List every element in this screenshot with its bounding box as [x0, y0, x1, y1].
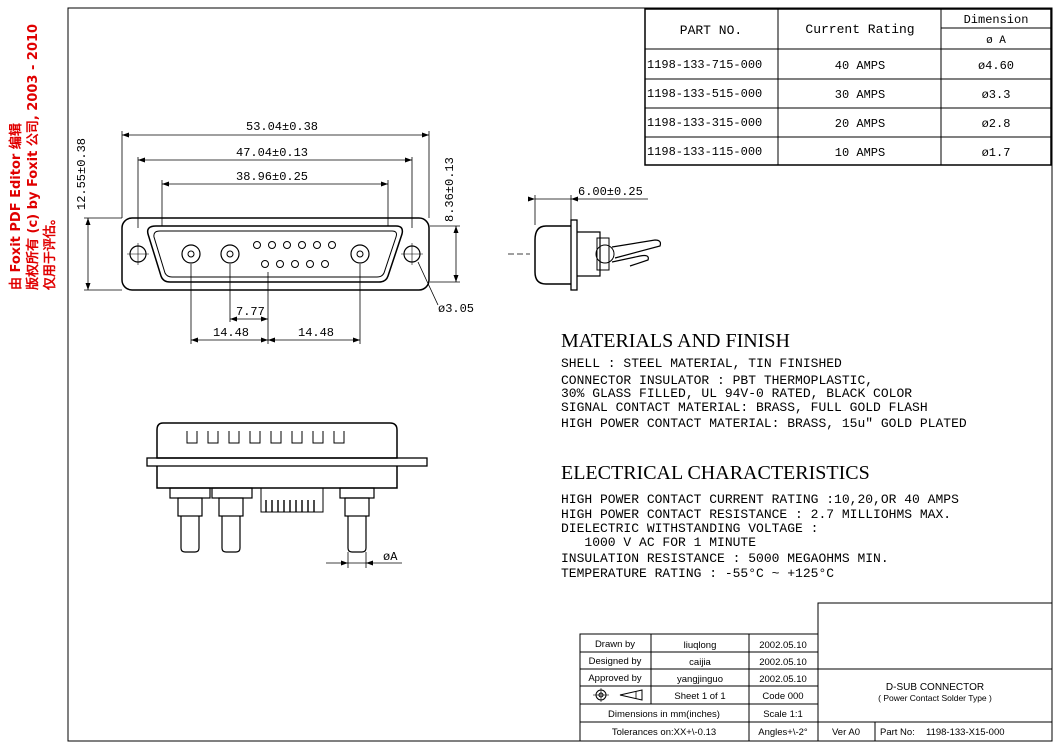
dim-38: 38.96±0.25 [236, 170, 308, 184]
designed-by: caijia [689, 657, 711, 668]
drawn-by: liuqlong [684, 640, 717, 651]
header-dimension-sub: ø A [986, 35, 1006, 47]
title-block: Drawn by liuqlong 2002.05.10 Designed by… [579, 602, 1053, 742]
row-dimension: ø4.60 [978, 59, 1014, 73]
dim-pin-pitch: 7.77 [236, 305, 265, 319]
tolerances-info: Tolerances on:XX+\-0.13 [612, 727, 716, 738]
row-dimension: ø1.7 [982, 146, 1011, 160]
version-info: Ver A0 [832, 727, 860, 738]
electrical-section: ELECTRICAL CHARACTERISTICS HIGH POWER CO… [561, 462, 959, 581]
sheet-info: Sheet 1 of 1 [674, 691, 725, 702]
materials-line: HIGH POWER CONTACT MATERIAL: BRASS, 15u"… [561, 416, 967, 431]
row-dimension: ø2.8 [982, 117, 1011, 131]
materials-title: MATERIALS AND FINISH [561, 330, 790, 352]
row-current: 40 AMPS [835, 59, 885, 73]
dim-side-width: 6.00±0.25 [578, 185, 643, 199]
electrical-line: 1000 V AC FOR 1 MINUTE [561, 535, 756, 550]
materials-line: SIGNAL CONTACT MATERIAL: BRASS, FULL GOL… [561, 400, 928, 415]
drawing-border [67, 7, 1053, 742]
watermark: 由 Foxit PDF Editor 编辑 版权所有 (c) by Foxit … [8, 24, 58, 291]
row-current: 30 AMPS [835, 88, 885, 102]
row-part-no: 1198-133-315-000 [647, 116, 762, 130]
materials-section: MATERIALS AND FINISH SHELL : STEEL MATER… [561, 330, 967, 431]
dim-left-span: 14.48 [213, 326, 249, 340]
parts-table: PART NO. Current Rating Dimension ø A 11… [644, 8, 1052, 166]
row-part-no: 1198-133-715-000 [647, 58, 762, 72]
dim-pin-dia: øA [383, 550, 398, 564]
row-part-no: 1198-133-515-000 [647, 87, 762, 101]
row-current: 20 AMPS [835, 117, 885, 131]
side-view: 6.00±0.25 [508, 185, 662, 291]
code-info: Code 000 [762, 691, 803, 702]
watermark-line1: 由 Foxit PDF Editor 编辑 [8, 123, 24, 290]
electrical-line: DIELECTRIC WITHSTANDING VOLTAGE : [561, 521, 818, 536]
designed-label: Designed by [589, 656, 642, 667]
designed-date: 2002.05.10 [759, 657, 807, 668]
electrical-title: ELECTRICAL CHARACTERISTICS [561, 462, 870, 484]
approved-label: Approved by [588, 673, 642, 684]
dim-height: 12.55±0.38 [75, 138, 89, 210]
drawn-label: Drawn by [595, 639, 635, 650]
approved-date: 2002.05.10 [759, 674, 807, 685]
electrical-line: HIGH POWER CONTACT CURRENT RATING :10,20… [561, 492, 959, 507]
row-dimension: ø3.3 [982, 88, 1011, 102]
projection-symbol-icon [593, 688, 643, 702]
part-no-value: 1198-133-X15-000 [926, 727, 1005, 738]
dim-47: 47.04±0.13 [236, 146, 308, 160]
row-part-no: 1198-133-115-000 [647, 145, 762, 159]
electrical-line: TEMPERATURE RATING : -55°C ~ +125°C [561, 566, 834, 581]
electrical-line: HIGH POWER CONTACT RESISTANCE : 2.7 MILL… [561, 507, 951, 522]
materials-line: CONNECTOR INSULATOR : PBT THERMOPLASTIC, [561, 373, 873, 388]
dim-hole-dia: ø3.05 [438, 302, 474, 316]
header-part-no: PART NO. [680, 23, 742, 38]
scale-info: Scale 1:1 [763, 709, 803, 720]
bottom-view: øA [146, 422, 428, 568]
materials-line: SHELL : STEEL MATERIAL, TIN FINISHED [561, 356, 842, 371]
dims-note: Dimensions in mm(inches) [608, 709, 720, 720]
row-current: 10 AMPS [835, 146, 885, 160]
materials-line: 30% GLASS FILLED, UL 94V-0 RATED, BLACK … [561, 386, 912, 401]
dim-53: 53.04±0.38 [246, 120, 318, 134]
header-current-rating: Current Rating [805, 22, 914, 37]
drawn-date: 2002.05.10 [759, 640, 807, 651]
angles-info: Angles+\-2° [758, 727, 808, 738]
front-view: 53.04±0.38 47.04±0.13 38.96±0.25 12.55±0… [75, 120, 474, 344]
header-dimension: Dimension [964, 13, 1029, 27]
dim-inner-height: 8.36±0.13 [443, 157, 457, 222]
watermark-line2: 版权所有 (c) by Foxit 公司, 2003 - 2010 [25, 24, 41, 290]
part-no-label: Part No: [880, 727, 915, 738]
product-subtitle: ( Power Contact Solder Type ) [878, 693, 992, 703]
approved-by: yangjinguo [677, 674, 723, 685]
watermark-line3: 仅用于评估。 [42, 212, 58, 291]
product-name: D-SUB CONNECTOR [886, 682, 984, 693]
dim-right-span: 14.48 [298, 326, 334, 340]
electrical-line: INSULATION RESISTANCE : 5000 MEGAOHMS MI… [561, 551, 889, 566]
